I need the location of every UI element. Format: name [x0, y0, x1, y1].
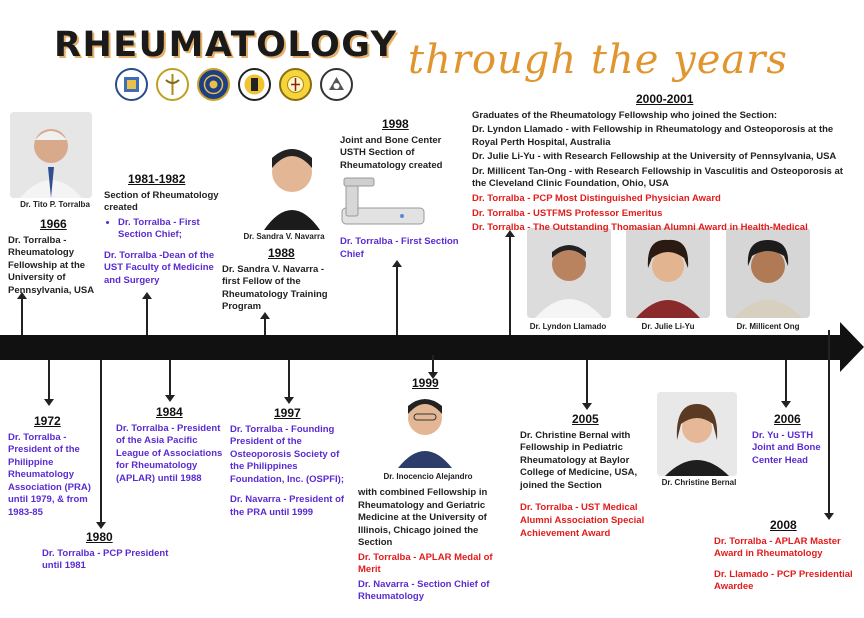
connector-1988 [260, 312, 270, 335]
year-1999: 1999 [412, 376, 439, 390]
connector-2005 [582, 360, 592, 410]
year-1999-wrap: 1999 [412, 376, 439, 392]
seal-row [115, 68, 353, 101]
event-1984-text: Dr. Torralba - President of the Asia Pac… [116, 422, 223, 484]
event-2005: 2005 Dr. Christine Bernal with Fellowshi… [520, 412, 650, 542]
photo-dexa-machine [340, 176, 426, 232]
event-1988: 1988 Dr. Sandra V. Navarra - first Fello… [222, 246, 338, 316]
photo-alejandro [392, 388, 458, 468]
event-1966-text: Dr. Torralba - Rheumatology Fellowship a… [8, 234, 95, 296]
caption-navarra: Dr. Sandra V. Navarra [243, 232, 325, 241]
photo-li-yu [626, 228, 710, 318]
connector-1966 [17, 292, 27, 335]
event-2000-line-3: Dr. Millicent Tan-Ong - with Research Fe… [472, 165, 843, 190]
event-2000-award-2: Dr. Torralba - USTFMS Professor Emeritus [472, 207, 663, 219]
event-1981: 1981-1982 Section of Rheumatology create… [104, 172, 220, 290]
year-1980: 1980 [86, 530, 113, 544]
year-2008: 2008 [770, 518, 797, 532]
event-1980: 1980 Dr. Torralba - PCP President until … [42, 530, 174, 575]
event-2000-award-3: Dr. Torralba - The Outstanding Thomasian… [472, 222, 808, 234]
seal-6-icon [320, 68, 353, 101]
event-2008-award-1: Dr. Torralba - APLAR Master Award in Rhe… [714, 535, 841, 560]
seal-1-icon [115, 68, 148, 101]
seal-5-icon [279, 68, 312, 101]
event-1981-bullet: Dr. Torralba - First Section Chief; [118, 217, 220, 242]
year-2005: 2005 [572, 412, 599, 426]
photo-ong [726, 228, 810, 318]
year-1997: 1997 [274, 406, 301, 420]
connector-1980 [96, 360, 106, 529]
caption-torralba: Dr. Tito P. Torralba [20, 200, 90, 209]
event-1980-text: Dr. Torralba - PCP President until 1981 [42, 547, 169, 572]
event-1998-note: Dr. Torralba - First Section Chief [340, 236, 459, 260]
caption-ong: Dr. Millicent Ong [736, 322, 800, 331]
seal-4-icon [238, 68, 271, 101]
caption-alejandro: Dr. Inocencio Alejandro [383, 472, 473, 481]
event-2000-award-1: Dr. Torralba - PCP Most Distinguished Ph… [472, 193, 721, 205]
photo-llamado [527, 228, 611, 318]
event-2006: 2006 Dr. Yu - USTH Joint and Bone Center… [752, 412, 832, 469]
event-1997-note: Dr. Navarra - President of the PRA until… [230, 494, 345, 519]
event-2006-text: Dr. Yu - USTH Joint and Bone Center Head [752, 429, 821, 466]
photo-torralba [10, 112, 92, 198]
event-1999-note: Dr. Navarra - Section Chief of Rheumatol… [358, 578, 490, 603]
year-1998: 1998 [382, 117, 409, 131]
event-2000: 2000-2001 Graduates of the Rheumatology … [472, 92, 856, 237]
event-1972-text: Dr. Torralba - President of the Philippi… [8, 431, 91, 519]
event-1997: 1997 Dr. Torralba - Founding President o… [230, 406, 354, 522]
event-1984: 1984 Dr. Torralba - President of the Asi… [116, 405, 226, 487]
event-2000-line-1: Dr. Lyndon Llamado - with Fellowship in … [472, 124, 834, 148]
seal-2-icon [156, 68, 189, 101]
caption-li-yu: Dr. Julie Li-Yu [641, 322, 695, 331]
page-subtitle-script: through the years [408, 37, 788, 83]
event-1998-text: Joint and Bone Center USTH Section of Rh… [340, 134, 443, 171]
year-1988: 1988 [268, 246, 295, 260]
connector-2000 [505, 230, 515, 335]
event-2005-text: Dr. Christine Bernal with Fellowship in … [520, 429, 638, 491]
connector-2008 [824, 330, 834, 520]
connector-1984 [165, 360, 175, 402]
timeline-bar [0, 335, 842, 360]
event-1999-award: Dr. Torralba - APLAR Medal of Merit [358, 551, 493, 576]
connector-1981 [142, 292, 152, 335]
event-1966: 1966 Dr. Torralba - Rheumatology Fellows… [8, 217, 106, 299]
connector-2006 [781, 360, 791, 408]
event-1999-text: with combined Fellowship in Rheumatology… [358, 487, 488, 549]
year-1966: 1966 [40, 217, 67, 231]
event-2000-line-2: Dr. Julie Li-Yu - with Research Fellowsh… [472, 151, 837, 163]
year-2000: 2000-2001 [636, 92, 694, 106]
event-1981-text: Section of Rheumatology created [104, 189, 219, 214]
connector-1998 [392, 260, 402, 335]
event-2008: 2008 Dr. Torralba - APLAR Master Award i… [714, 518, 860, 596]
connector-1997 [284, 360, 294, 404]
event-2005-award: Dr. Torralba - UST Medical Alumni Associ… [520, 502, 645, 539]
year-1984: 1984 [156, 405, 183, 419]
event-1998: 1998 Joint and Bone Center USTH Section … [340, 117, 468, 263]
page-title: RHEUMATOLOGY [54, 25, 398, 65]
event-1988-text: Dr. Sandra V. Navarra - first Fellow of … [222, 263, 328, 313]
event-1981-note: Dr. Torralba -Dean of the UST Faculty of… [104, 249, 215, 287]
connector-1999 [428, 355, 438, 379]
event-2000-intro: Graduates of the Rheumatology Fellowship… [472, 109, 778, 121]
seal-3-icon [197, 68, 230, 101]
year-1972: 1972 [34, 414, 61, 428]
photo-bernal [657, 392, 737, 476]
connector-1972 [44, 360, 54, 406]
year-1981: 1981-1982 [128, 172, 186, 186]
caption-bernal: Dr. Christine Bernal [661, 478, 737, 487]
caption-llamado: Dr. Lyndon Llamado [529, 322, 607, 331]
photo-navarra [258, 138, 326, 230]
event-1972: 1972 Dr. Torralba - President of the Phi… [8, 414, 104, 522]
event-1997-text: Dr. Torralba - Founding President of the… [230, 423, 344, 485]
timeline-arrow-head [840, 322, 864, 372]
event-1999: with combined Fellowship in Rheumatology… [358, 487, 498, 606]
year-2006: 2006 [774, 412, 801, 426]
event-2008-award-2: Dr. Llamado - PCP Presidential Awardee [714, 568, 853, 593]
